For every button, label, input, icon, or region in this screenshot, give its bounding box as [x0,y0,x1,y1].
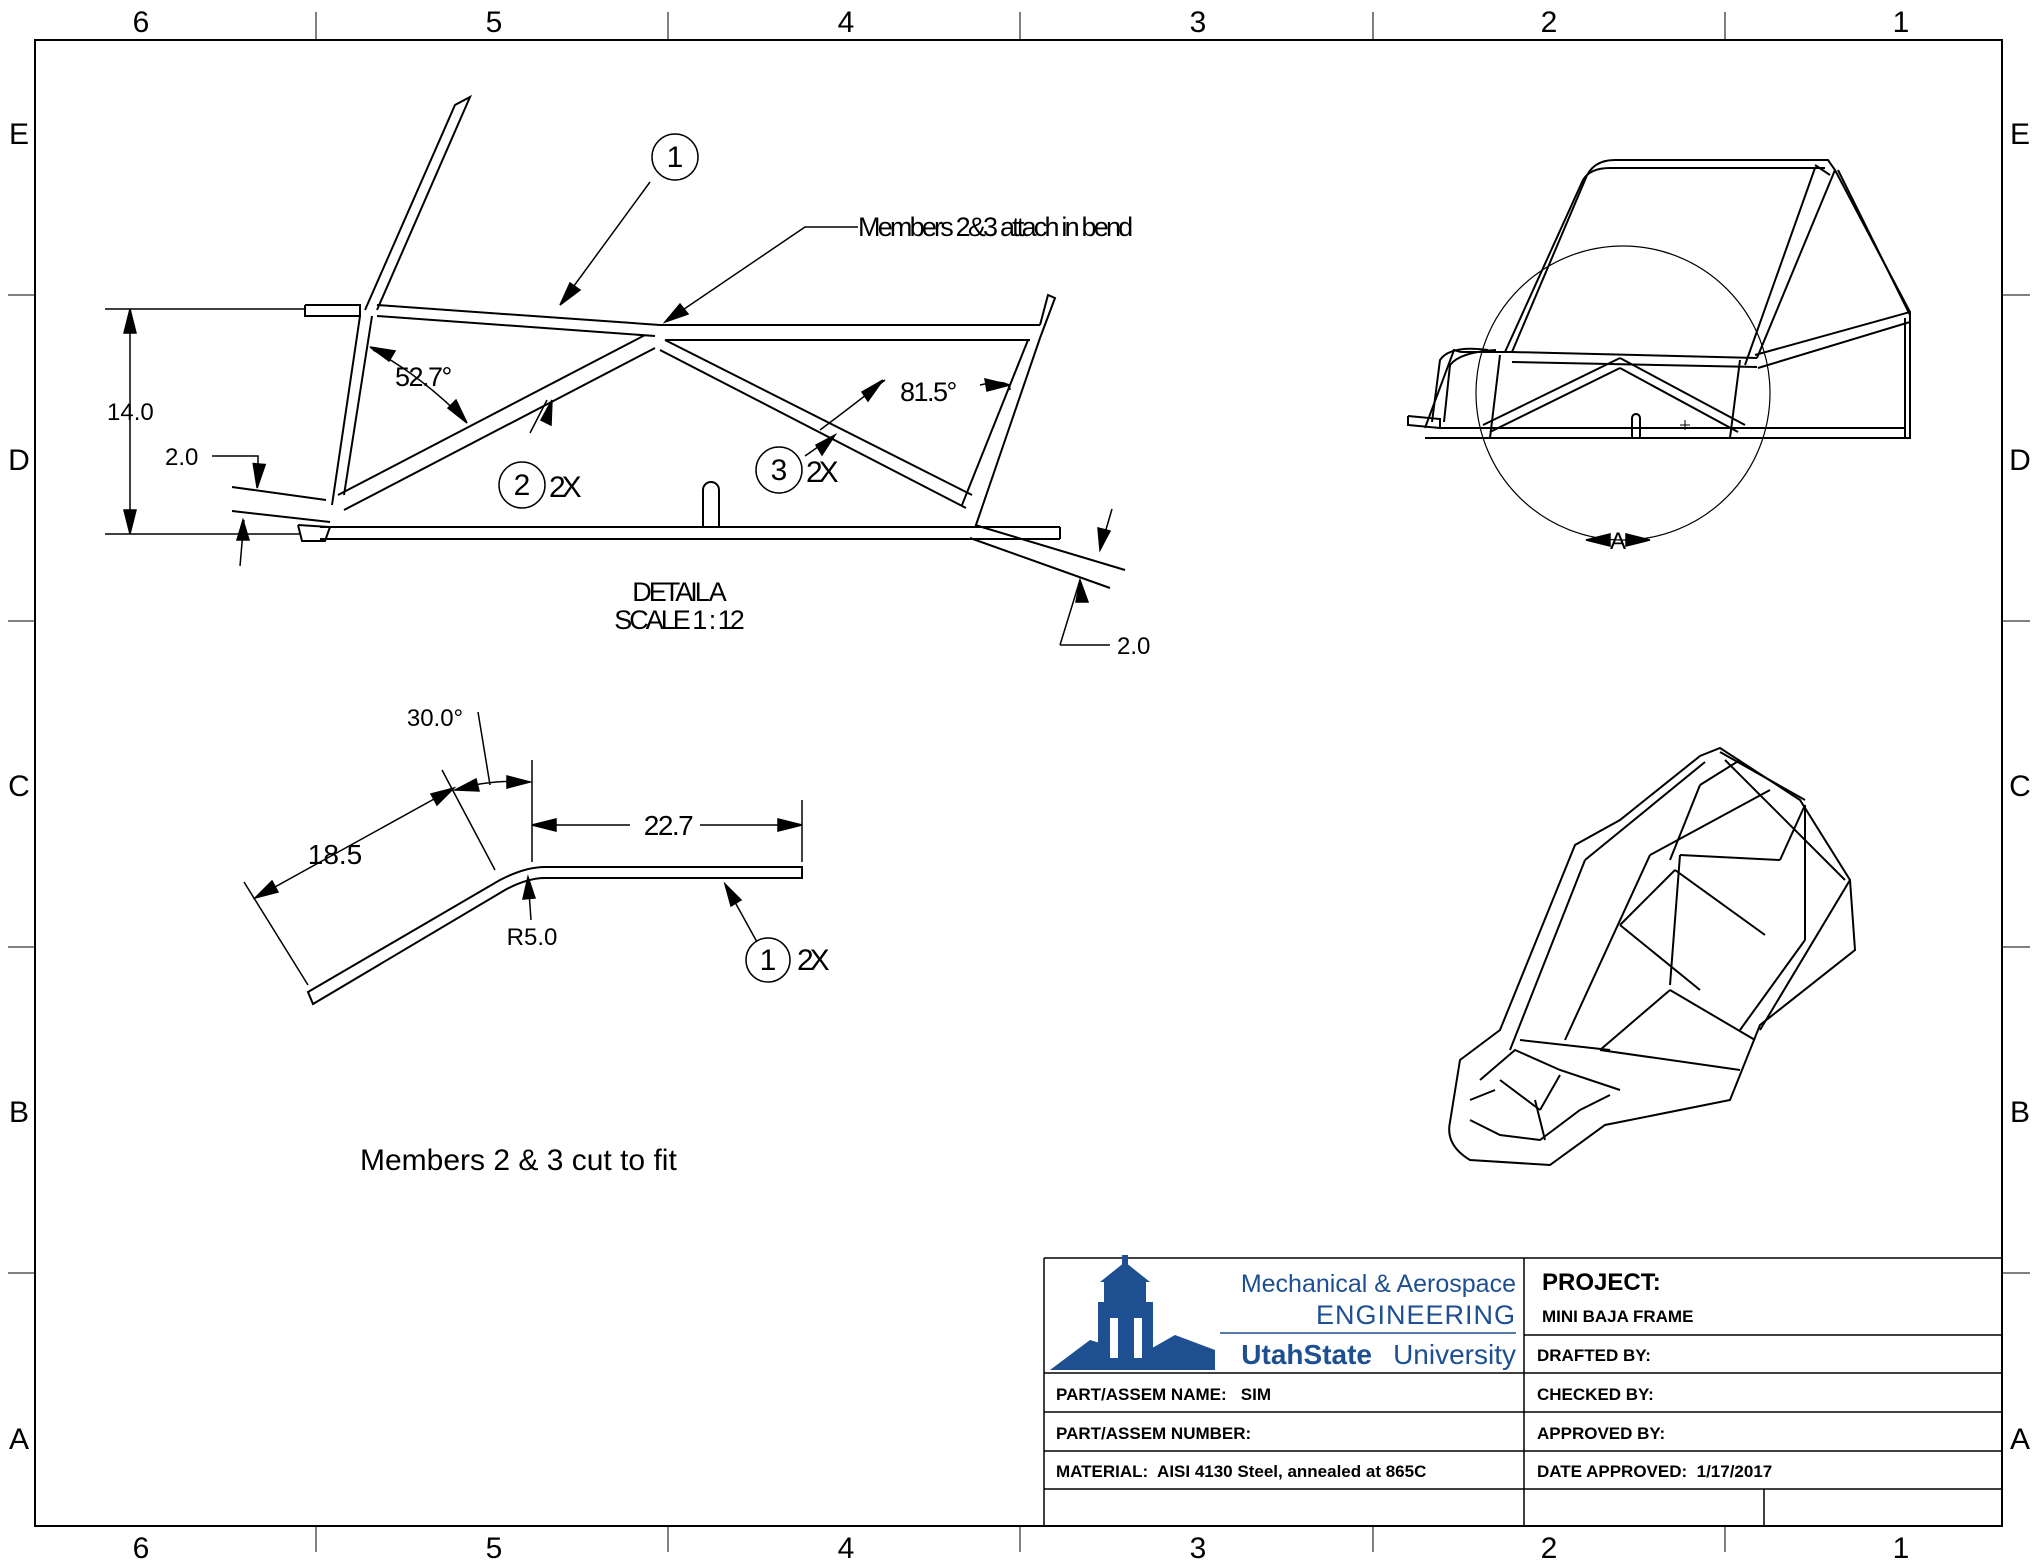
project-value: MINI BAJA FRAME [1542,1307,1693,1326]
bend-balloon-number: 1 [760,944,777,977]
project-label: PROJECT: [1542,1269,1661,1296]
row-label: E [9,118,29,151]
logo-department-line: Mechanical & Aerospace [1241,1270,1516,1298]
frame-tube [364,94,473,311]
bend-balloon-quantity: 2X [797,944,830,977]
border-row-labels-right: E D C B A [2009,118,2031,1456]
dimension-left-offset: 2.0 [165,444,198,471]
dimension-right-offset: 2.0 [1117,633,1150,660]
detail-a-balloons [498,133,803,509]
border-column-labels-bottom: 6 5 4 3 2 1 [133,1532,1910,1564]
row-label: A [9,1423,29,1456]
detail-scale: SCALE 1 : 12 [614,605,744,635]
view-arrow [1585,533,1651,547]
fabrication-note: Members 2 & 3 cut to fit [360,1144,677,1177]
balloon-1-number: 1 [667,141,684,174]
row-label: C [8,770,30,803]
detail-a-dimensions [105,181,1113,646]
isometric-view [1448,746,1857,1167]
university-logo: Mechanical & Aerospace ENGINEERING UtahS… [1050,1255,1516,1370]
sheet-border [8,12,2030,1552]
logo-engineering-line: ENGINEERING [1316,1300,1516,1330]
row-label: B [9,1096,29,1129]
column-label: 6 [133,1532,150,1564]
detail-circle [1475,245,1771,541]
column-label: 1 [1893,6,1910,39]
row-label: A [2010,1423,2030,1456]
column-label: 3 [1190,6,1207,39]
row-label: D [8,444,30,477]
column-label: 5 [486,6,503,39]
column-label: 2 [1541,1532,1558,1564]
balloon-2 [498,461,546,509]
border-column-labels-top: 6 5 4 3 2 1 [133,6,1910,39]
row-label: D [2009,444,2031,477]
logo-university: University [1393,1339,1516,1370]
row-label: C [2009,770,2031,803]
border-row-labels-left: E D C B A [8,118,30,1456]
callout-note: Members 2&3 attach in bend [858,212,1132,242]
row-label: B [2010,1096,2030,1129]
column-label: 5 [486,1532,503,1564]
balloon-3 [755,446,803,494]
dimension-height: 14.0 [107,399,154,426]
bend-length-left: 18.5 [308,839,363,870]
angle-left: 52.7° [395,362,452,392]
column-label: 2 [1541,6,1558,39]
balloon-3-number: 3 [771,454,788,487]
date-approved-label: DATE APPROVED: 1/17/2017 [1537,1462,1772,1481]
row-label: E [2010,118,2030,151]
part-number-label: PART/ASSEM NUMBER: [1056,1424,1251,1443]
column-label: 1 [1893,1532,1910,1564]
bend-dimensions [243,711,803,986]
logo-utahstate: UtahState [1241,1339,1372,1370]
balloon-1 [651,133,699,181]
column-label: 4 [838,6,855,39]
bend-radius: R5.0 [507,924,558,951]
detail-view-label: A [1610,528,1626,555]
checked-by-label: CHECKED BY: [1537,1385,1654,1404]
bend-angle: 30.0° [407,705,463,732]
column-label: 3 [1190,1532,1207,1564]
approved-by-label: APPROVED BY: [1537,1424,1665,1443]
drafted-by-label: DRAFTED BY: [1537,1346,1651,1365]
bend-view [306,866,803,1006]
part-name-label: PART/ASSEM NAME: SIM [1056,1385,1271,1404]
title-block [1043,1257,2002,1526]
angle-right: 81.5° [900,377,957,407]
detail-title: DETAIL A [632,577,727,607]
balloon-3-quantity: 2X [806,456,839,489]
balloon-2-number: 2 [514,469,531,502]
side-view [1407,159,1911,541]
bend-length-right: 22.7 [644,810,693,841]
old-main-tower-icon [1050,1255,1215,1370]
balloon-2-quantity: 2X [549,471,582,504]
frame-tube [304,304,361,317]
material-label: MATERIAL: AISI 4130 Steel, annealed at 8… [1056,1462,1426,1481]
column-label: 4 [838,1532,855,1564]
detail-a-view [231,94,1126,589]
column-label: 6 [133,6,150,39]
